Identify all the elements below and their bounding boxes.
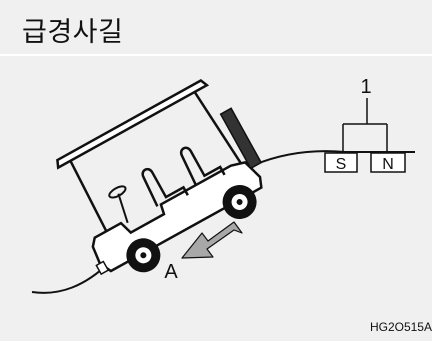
page-title: 급경사길 [22, 17, 124, 48]
callout-bracket [342, 98, 388, 152]
callout-number: 1 [360, 76, 371, 98]
downhill-arrow-icon [181, 221, 243, 259]
gear-s-label: S [336, 156, 347, 173]
gear-n-box [370, 152, 406, 173]
gear-n-label: N [382, 156, 394, 173]
gear-s-box [324, 152, 358, 173]
golf-cart-icon [56, 79, 263, 276]
title-divider [0, 54, 432, 56]
figure-code: HG2O515A [369, 320, 432, 334]
direction-label: A [164, 261, 178, 283]
